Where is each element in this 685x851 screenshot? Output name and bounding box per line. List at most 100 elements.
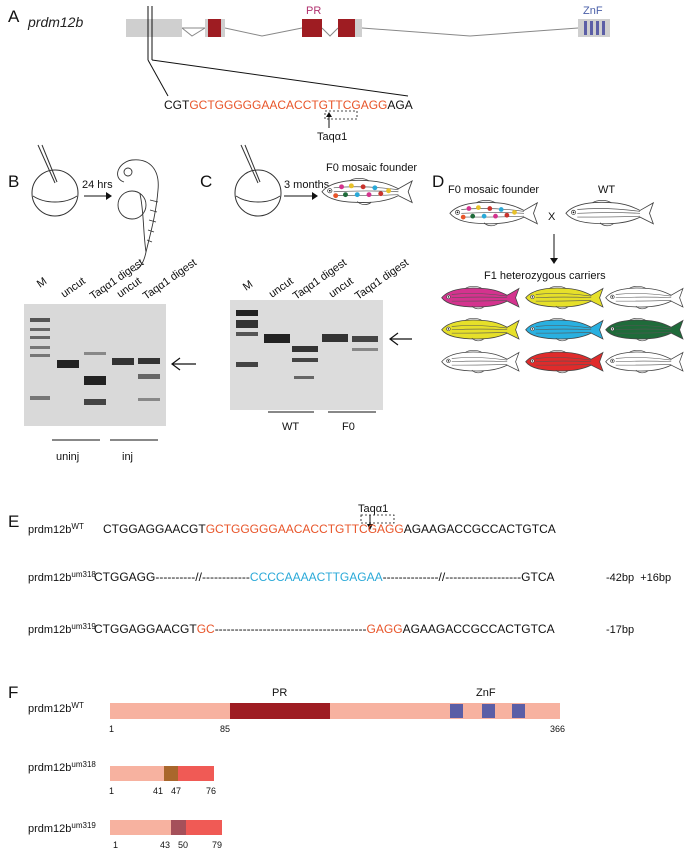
seq-guide: GC <box>197 622 215 636</box>
taq-site-box <box>324 110 358 120</box>
seq-guide: GCTGGGGGAACACCTG <box>206 522 345 536</box>
lane-label: Taqα1 digest <box>141 257 199 303</box>
f1-fish-magenta <box>441 285 520 310</box>
panel-label-b: B <box>8 172 19 191</box>
allele-sup: WT <box>71 522 84 531</box>
f1-fish-yellow <box>525 285 604 310</box>
mosaic-fish-icon <box>449 199 538 227</box>
panel-label-f: F <box>8 683 18 702</box>
protein-name-wt: prdm12bWT <box>28 701 84 716</box>
seq-flank: AGAAGACCGCCACTGTCA <box>404 522 556 536</box>
tick-label: 41 <box>153 786 163 796</box>
allele-name: prdm12b <box>28 572 71 584</box>
protein-um319-frameshift <box>186 820 222 835</box>
protein-name-um319: prdm12bum319 <box>28 821 96 836</box>
seq-flank: CGT <box>164 98 190 112</box>
founder-label: F0 mosaic founder <box>448 184 539 196</box>
band-arrowhead-icon <box>389 332 399 346</box>
allele-name-um319: prdm12bum319 <box>28 622 96 637</box>
znf-stripe <box>590 21 593 35</box>
zoom-line <box>151 59 409 97</box>
znf-stripe <box>602 21 605 35</box>
lane-label: M <box>35 275 49 290</box>
exon-5 <box>578 19 610 37</box>
protein-sup: WT <box>71 701 84 710</box>
seq-flank: CTGGAGGAACGT <box>94 622 197 636</box>
taq-label: Taqα1 <box>358 503 388 515</box>
protein-name: prdm12b <box>28 703 71 715</box>
allele-name: prdm12b <box>28 624 71 636</box>
seq-flank: GTCA <box>521 570 554 584</box>
arrowhead-icon <box>106 192 112 200</box>
f1-fish-green <box>605 317 684 342</box>
znf-box <box>512 704 525 718</box>
seq-flank: AGA <box>387 98 412 112</box>
mutation-note: -17bp <box>606 624 634 636</box>
f1-fish-red <box>525 349 604 374</box>
seq-pam: AGG <box>361 98 388 112</box>
time-label: 24 hrs <box>82 179 113 191</box>
tick-label: 76 <box>206 786 216 796</box>
egg-yolk <box>235 195 281 203</box>
tick-label: 43 <box>160 840 170 850</box>
panel-label-a: A <box>8 7 20 26</box>
sequence-wt: CTGGAGGAACGTGCTGGGGGAACACCTGTTCGAGGAGAAG… <box>103 522 556 536</box>
f1-fish-wt <box>605 349 684 374</box>
group-label: F0 <box>342 421 355 433</box>
seq-insert: CCCCAAAACTTGAGAA <box>250 570 383 584</box>
taq-site-box <box>360 514 395 524</box>
protein-sup: um319 <box>71 821 96 830</box>
needle-icon <box>37 144 56 184</box>
founder-label: F0 mosaic founder <box>326 162 417 174</box>
time-label: 3 months <box>284 179 330 191</box>
gene-name: prdm12b <box>27 14 83 30</box>
protein-um318-insert <box>164 766 178 781</box>
taq-arrowhead <box>367 524 373 530</box>
znf-box <box>450 704 463 718</box>
allele-name-um318: prdm12bum318 <box>28 570 96 585</box>
protein-name: prdm12b <box>28 762 71 774</box>
panel-f: F prdm12bWT PR ZnF 1 85 366 prdm12bum318… <box>8 683 565 850</box>
group-label: uninj <box>56 451 79 463</box>
intron-line <box>224 27 303 37</box>
band-arrowhead-icon <box>171 357 181 371</box>
target-sequence: CGTGCTGGGGGAACACCTGTTCGAGGAGA <box>164 98 413 112</box>
gel-c-lane-labels: M uncut Taqα1 digest uncut Taqα1 digest <box>241 257 411 303</box>
gene-structure <box>126 19 610 37</box>
seq-site: TTCG <box>344 522 377 536</box>
protein-um318-frameshift <box>178 766 214 781</box>
panel-b: B 24 hrs M uncut Taqα1 digest uncut Taqα… <box>8 144 199 463</box>
wt-label: WT <box>598 184 615 196</box>
sequence-um318: CTGGAGG----------//------------CCCCAAAAC… <box>94 570 555 584</box>
needle-icon <box>244 144 261 183</box>
znf-stripe <box>596 21 599 35</box>
mosaic-fish-icon <box>321 177 413 206</box>
tick-label: 1 <box>113 840 118 850</box>
protein-um318-wt-part <box>110 766 164 781</box>
pr-domain <box>230 703 330 719</box>
tick-label: 85 <box>220 724 230 734</box>
arrowhead-icon <box>312 192 318 200</box>
seq-site: TTCG <box>328 98 361 112</box>
allele-name: prdm12b <box>28 524 71 536</box>
panel-d: D F0 mosaic founder X WT F1 heterozygous… <box>432 172 684 374</box>
protein-name: prdm12b <box>28 823 71 835</box>
lane-label: uncut <box>267 275 296 300</box>
f1-fish-yellow <box>441 317 520 342</box>
intron-line <box>321 27 339 37</box>
protein-um319-frameshift-start <box>171 820 186 835</box>
cross-symbol: X <box>548 211 556 223</box>
protein-wt-body <box>110 703 560 719</box>
gel-b-lane-labels: M uncut Taqα1 digest uncut Taqα1 digest <box>35 257 199 303</box>
group-label: inj <box>122 451 133 463</box>
lane-label: Taqα1 digest <box>353 257 411 303</box>
seq-pam: AGG <box>377 522 404 536</box>
panel-label-d: D <box>432 172 444 191</box>
lane-label: uncut <box>59 275 88 300</box>
seq-deletion: -------------------------------------- <box>215 622 367 636</box>
exon-2-coding <box>208 19 221 37</box>
panel-c: C 3 months F0 mosaic founder M uncut Taq… <box>200 144 417 433</box>
gel-b-image <box>24 304 166 426</box>
zoom-line <box>147 59 169 97</box>
